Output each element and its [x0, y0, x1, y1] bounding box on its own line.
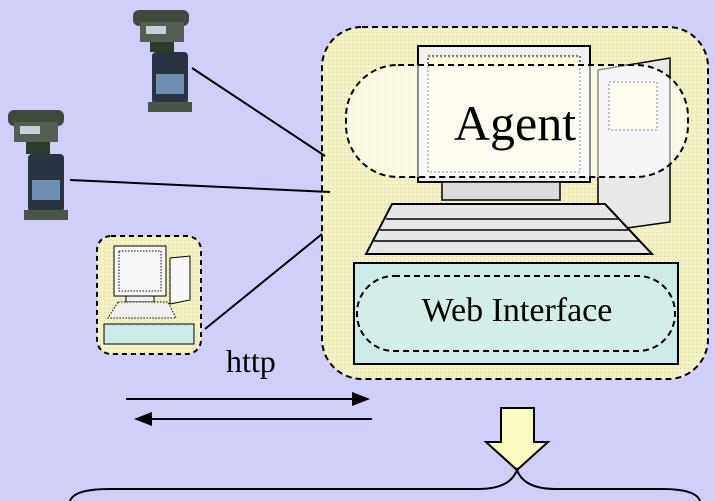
web-interface-label: Web Interface	[421, 292, 613, 329]
brace	[69, 467, 701, 501]
agent-label: Agent	[453, 95, 577, 151]
network-camera-icon	[8, 110, 68, 220]
client-pc-icon	[96, 235, 202, 355]
http-arrows	[126, 392, 372, 426]
web-interface-inner-oval	[356, 275, 676, 352]
agent-label-box	[345, 64, 689, 178]
network-camera-icon	[133, 10, 192, 112]
agent-label-wrap: Agent	[425, 94, 605, 152]
connection-line-client	[204, 233, 323, 330]
connection-line-top-device	[191, 67, 326, 157]
down-arrow-icon	[483, 407, 551, 472]
http-label: http	[226, 343, 276, 379]
connection-line-middle-device	[69, 179, 331, 193]
web-interface-label-wrap: Web Interface	[362, 292, 672, 330]
http-label-wrap: http	[226, 343, 276, 380]
